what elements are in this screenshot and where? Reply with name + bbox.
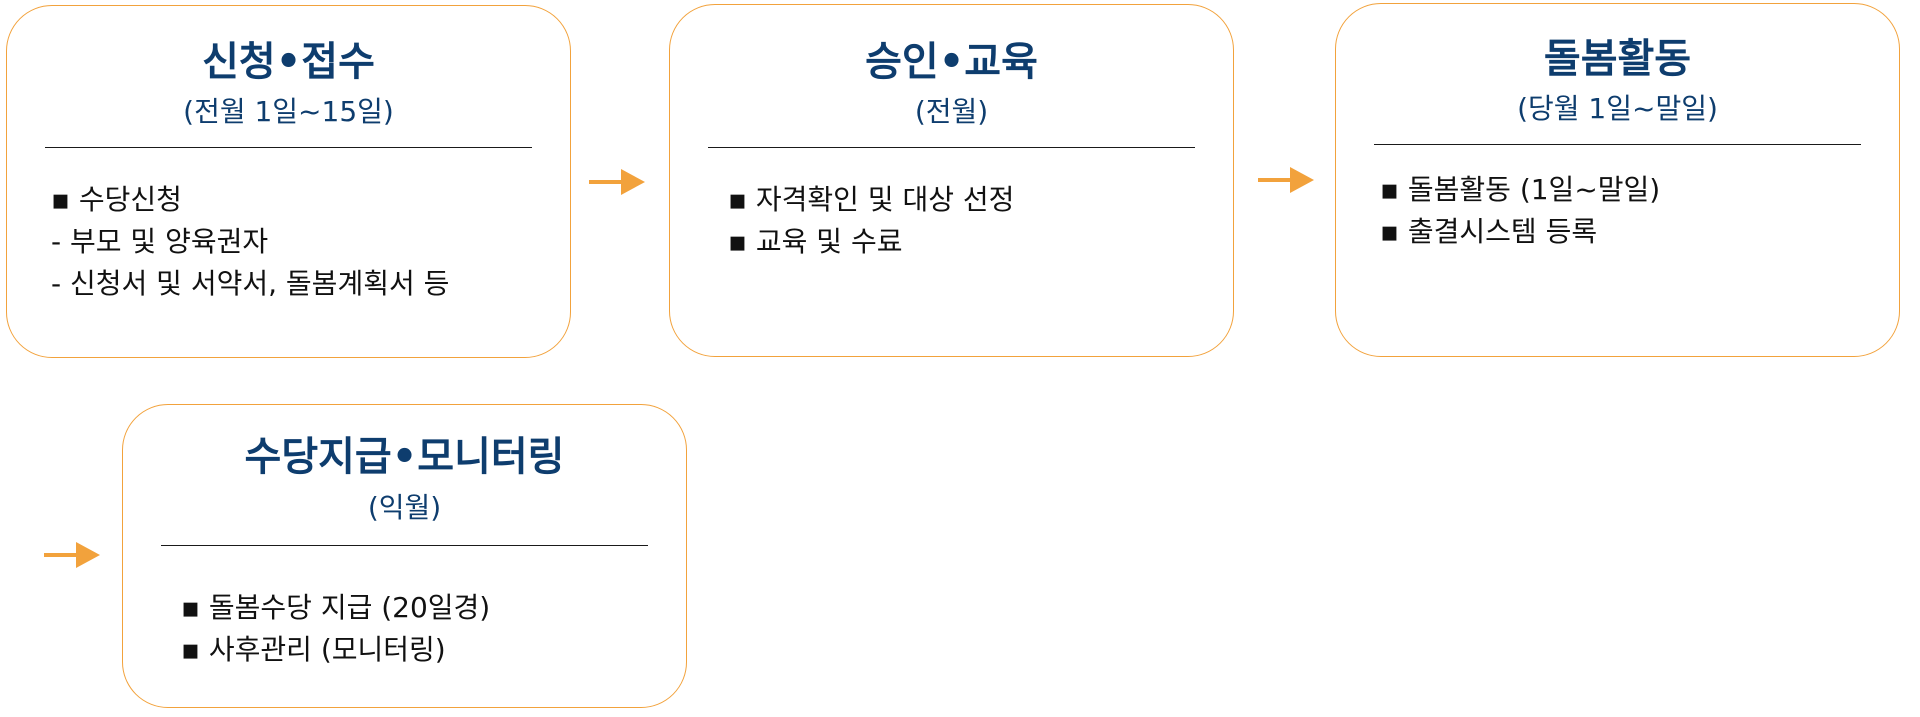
step-period: (전월) [914,95,989,128]
step-item: ▪ 출결시스템 등록 [1380,215,1598,248]
arrow-right-icon [1258,167,1314,193]
step-items: ▪ 돌봄수당 지급 (20일경) ▪ 사후관리 (모니터링) [181,587,490,671]
step-card-care-activity: 돌봄활동 (당월 1일~말일) ▪ 돌봄활동 (1일~말일) ▪ 출결시스템 등… [1335,3,1900,357]
step-item: ▪ 교육 및 수료 [728,225,903,258]
step-card-approval: 승인•교육 (전월) ▪ 자격확인 및 대상 선정 ▪ 교육 및 수료 [669,4,1234,357]
step-period: (전월 1일~15일) [183,95,394,128]
step-period: (당월 1일~말일) [1517,92,1718,125]
step-title: 승인•교육 [865,39,1038,85]
step-item: ▪ 자격확인 및 대상 선정 [728,183,1015,216]
step-items: ▪ 자격확인 및 대상 선정 ▪ 교육 및 수료 [728,179,1014,263]
step-item: ▪ 돌봄수당 지급 (20일경) [181,591,491,624]
step-card-application: 신청•접수 (전월 1일~15일) ▪ 수당신청 - 부모 및 양육권자 - 신… [6,5,571,358]
divider [45,147,532,148]
step-title: 돌봄활동 [1543,36,1692,82]
step-item: ▪ 사후관리 (모니터링) [181,633,446,666]
step-item: - 부모 및 양육권자 [51,225,269,258]
step-item: ▪ 돌봄활동 (1일~말일) [1380,173,1661,206]
step-items: ▪ 돌봄활동 (1일~말일) ▪ 출결시스템 등록 [1380,169,1660,253]
arrow-right-icon [44,542,100,568]
step-period: (익월) [367,491,442,524]
step-item: ▪ 수당신청 [51,183,182,216]
divider [708,147,1195,148]
divider [1374,144,1861,145]
step-card-payment-monitoring: 수당지급•모니터링 (익월) ▪ 돌봄수당 지급 (20일경) ▪ 사후관리 (… [122,404,687,708]
step-items: ▪ 수당신청 - 부모 및 양육권자 - 신청서 및 서약서, 돌봄계획서 등 [51,179,449,305]
step-title: 신청•접수 [202,39,375,85]
step-item: - 신청서 및 서약서, 돌봄계획서 등 [51,267,450,300]
divider [161,545,648,546]
step-title: 수당지급•모니터링 [244,434,565,480]
arrow-right-icon [589,169,645,195]
